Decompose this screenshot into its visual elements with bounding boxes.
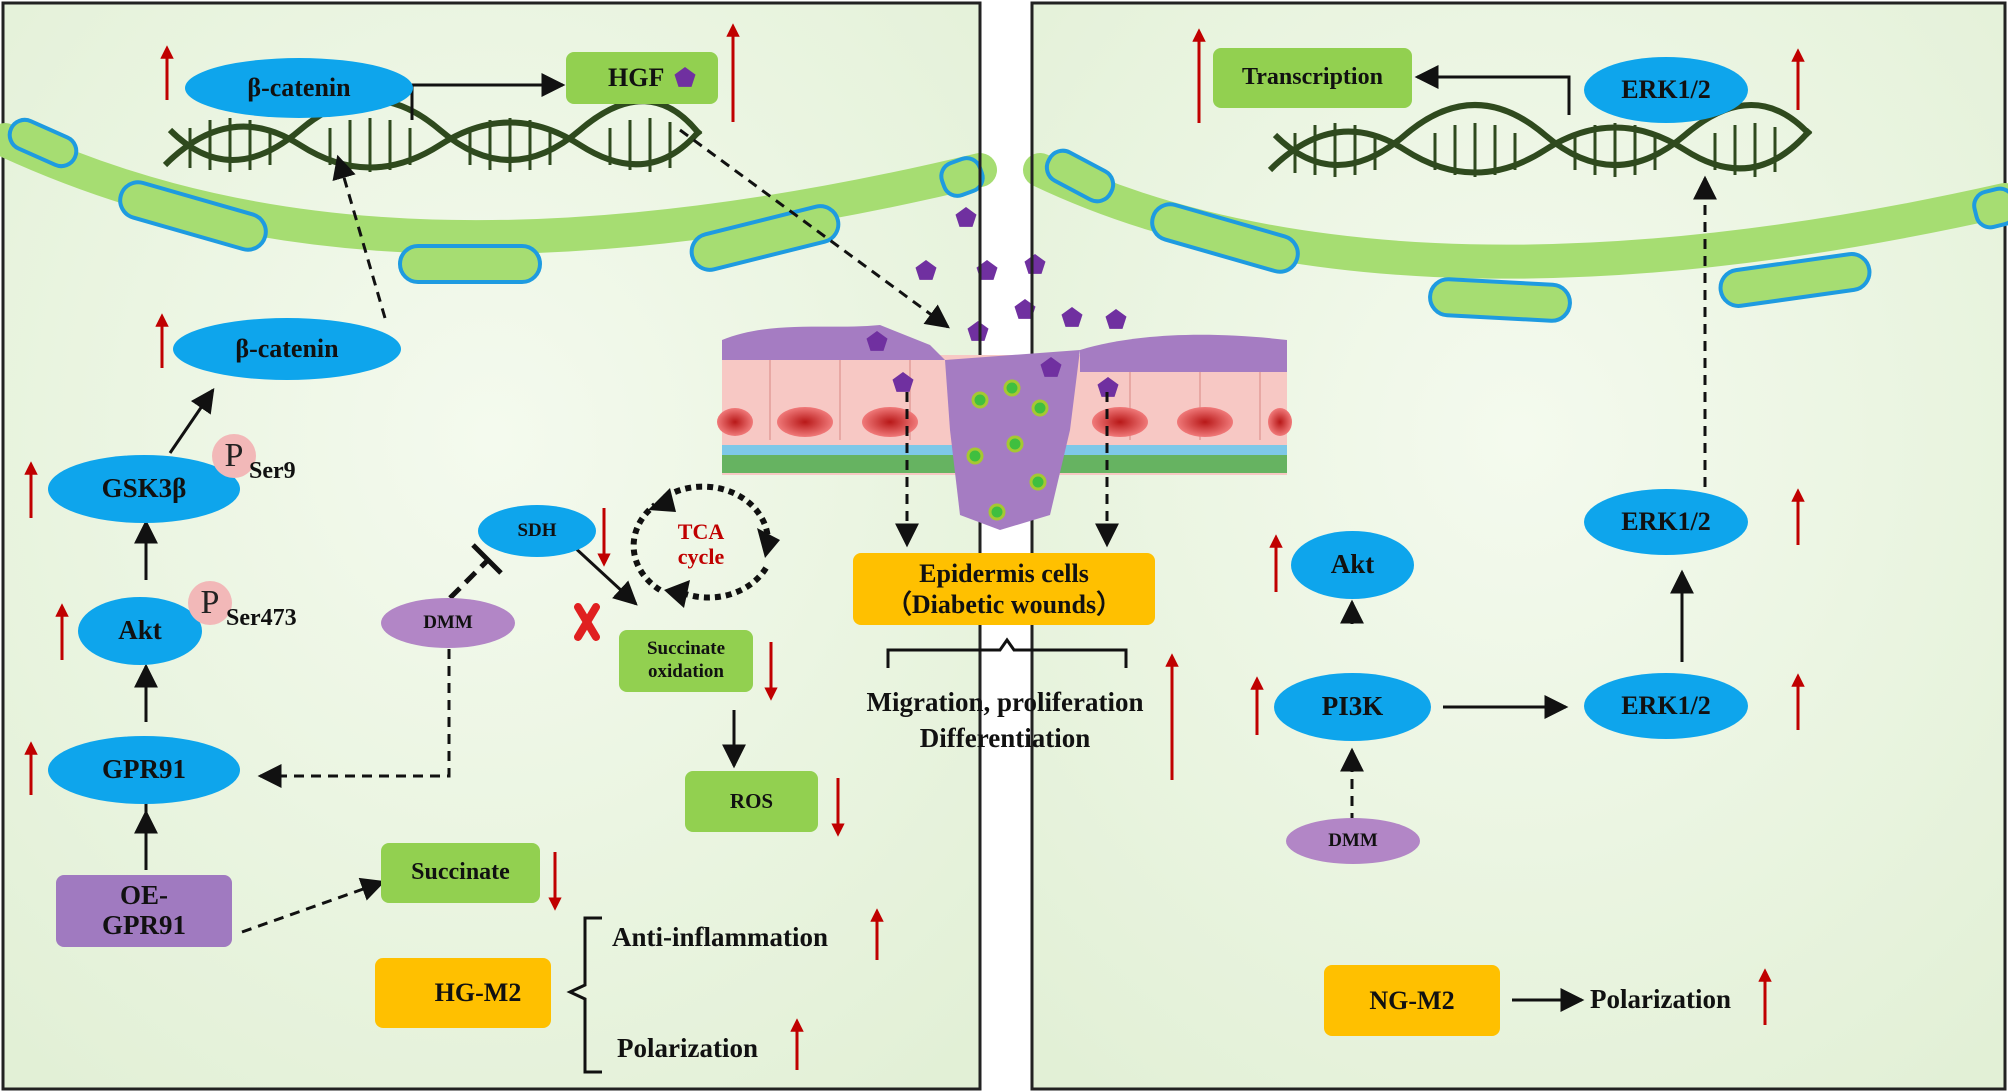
polarization-label-left: Polarization [617,1033,758,1063]
erk12-node: ERK1/2 [1584,673,1748,739]
wound-tissue [717,325,1292,530]
gsk3b-node: GSK3β [48,455,240,523]
cell-outcomes-label: Migration, proliferation Differentiation [840,683,1170,757]
tca-line2: cycle [677,544,725,569]
dashed-arrows-right [1340,175,1717,823]
hgf-label: HGF [608,63,665,93]
nuclear-membrane-right [1023,153,2008,279]
transcription-node: Transcription [1213,48,1412,108]
pi3k-node: PI3K [1274,673,1431,741]
tca-cycle-label: TCA cycle [660,508,742,580]
ng-m2-node: NG-M2 [1324,965,1500,1036]
sdh-node: SDH [478,505,596,557]
hg-m2-label: HG-M2 [434,978,522,1008]
outcome-line2: Differentiation [919,723,1091,753]
epidermis-line1: Epidermis cells [919,558,1089,588]
succinate-oxidation-line1: Succinate [646,638,726,660]
phospho-ser9-circle: P [212,434,256,478]
solid-arrows-right [1340,65,1694,1012]
ser9-label: Ser9 [249,458,296,484]
dmm-node-left: DMM [381,598,515,648]
dna-helix-left [162,97,703,172]
beta-catenin-nuclear-node: β-catenin [185,58,413,118]
membrane-vesicles-right [1044,148,2008,323]
outcome-bracket [886,637,1128,668]
akt-node: Akt [78,597,202,665]
membrane-vesicles-left [7,117,985,284]
outcome-line1: Migration, proliferation [866,686,1144,717]
polarization-label-right: Polarization [1590,984,1731,1014]
nuclear-membrane-left [0,123,997,255]
anti-inflammation-label: Anti-inflammation [612,922,828,952]
phospho-symbol: P [224,437,244,474]
epidermis-line2: （Diabetic wounds） [885,590,1123,619]
succinate-node: Succinate [381,843,540,903]
hgf-node: HGF [566,52,718,104]
erk12-cytoplasm-node: ERK1/2 [1584,489,1748,555]
regulation-arrows [24,23,1805,1070]
right-panel [1030,1,2007,1091]
beta-catenin-node: β-catenin [173,318,401,380]
hg-m2-bracket [566,916,602,1074]
tca-line1: TCA [677,518,725,544]
ros-node: ROS [685,771,818,832]
dmm-sdh-inhibition [448,543,503,600]
phospho-symbol: P [200,584,220,621]
erk12-nuclear-node: ERK1/2 [1584,57,1748,123]
tca-cycle-arrows [630,483,771,601]
succinate-oxidation-node: Succinate oxidation [619,630,753,692]
phospho-ser473-circle: P [188,581,232,625]
succinate-oxidation-line2: oxidation [647,661,725,682]
blocked-x-mark [574,603,600,641]
hgf-pentagon-icon [674,67,696,87]
oe-gpr91-node: OE- GPR91 [56,875,232,947]
oe-gpr91-line2: GPR91 [102,910,186,940]
dashed-arrows-left [241,128,1119,934]
epidermis-cells-node: Epidermis cells （Diabetic wounds） [853,553,1155,625]
oe-gpr91-line1: OE- [119,880,168,911]
akt-node-right: Akt [1291,531,1414,599]
dmm-node-right: DMM [1286,818,1420,864]
hg-m2-node: HG-M2 [375,958,551,1028]
ser473-label: Ser473 [226,605,297,631]
gpr91-node: GPR91 [48,736,240,804]
tca-cycle-heads [648,488,780,608]
